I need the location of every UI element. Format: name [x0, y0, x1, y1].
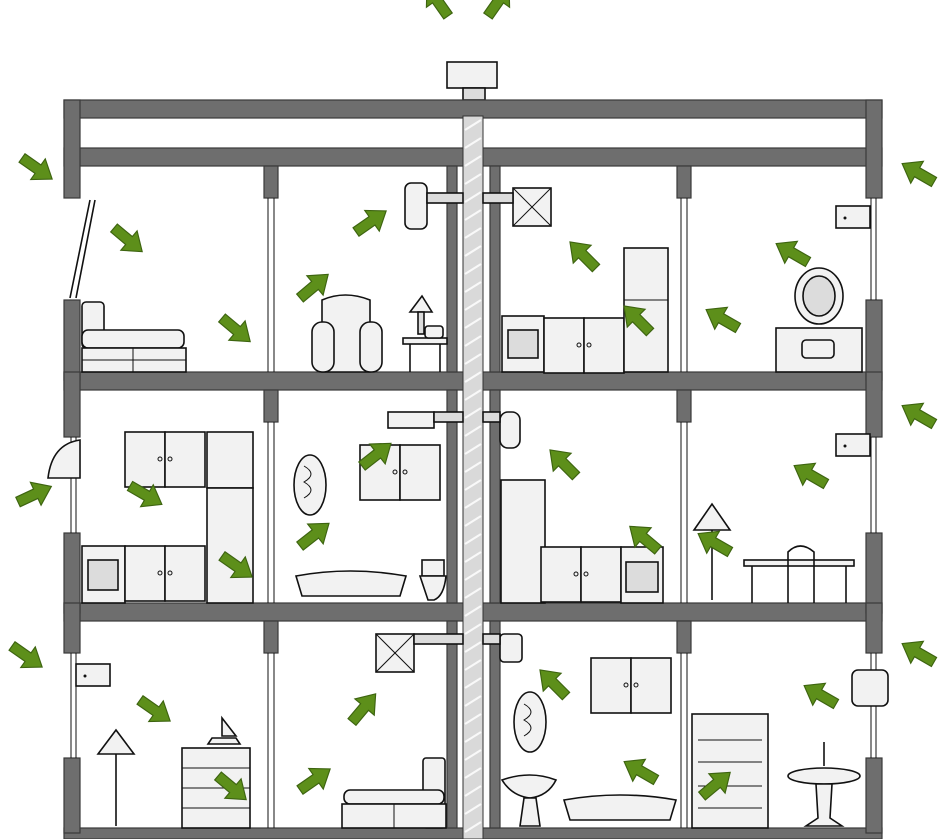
airflow-arrow-icon [788, 455, 833, 495]
roof-outlet-icon [447, 62, 497, 100]
airflow-arrow-icon [541, 441, 585, 485]
airflow-arrow-icon [561, 233, 605, 277]
airflow-arrow-icon [5, 636, 50, 678]
airflow-arrow-icon [770, 233, 815, 273]
airflow-arrow-icon [700, 299, 745, 339]
airflow-arrow-icon [896, 395, 938, 435]
airflow-arrow-icon [618, 751, 663, 791]
airflow-arrow-icon [478, 0, 520, 23]
airflow-arrow-icon [292, 513, 337, 556]
airflow-arrow-icon [342, 686, 385, 730]
airflow-arrow-icon [133, 690, 178, 732]
airflow-arrow-icon [13, 475, 57, 513]
airflow-arrow-icon [417, 0, 459, 23]
airflow-arrow-icon [896, 153, 938, 193]
airflow-arrow-icon [214, 308, 258, 351]
airflow-arrow-icon [106, 218, 150, 261]
central-duct [463, 116, 483, 839]
airflow-arrow-icon [798, 675, 843, 715]
airflow-arrow-icon [293, 759, 338, 801]
airflow-arrow-icon [896, 633, 938, 673]
airflow-arrow-icon [15, 148, 60, 190]
airflow-arrow-icon [349, 201, 394, 243]
